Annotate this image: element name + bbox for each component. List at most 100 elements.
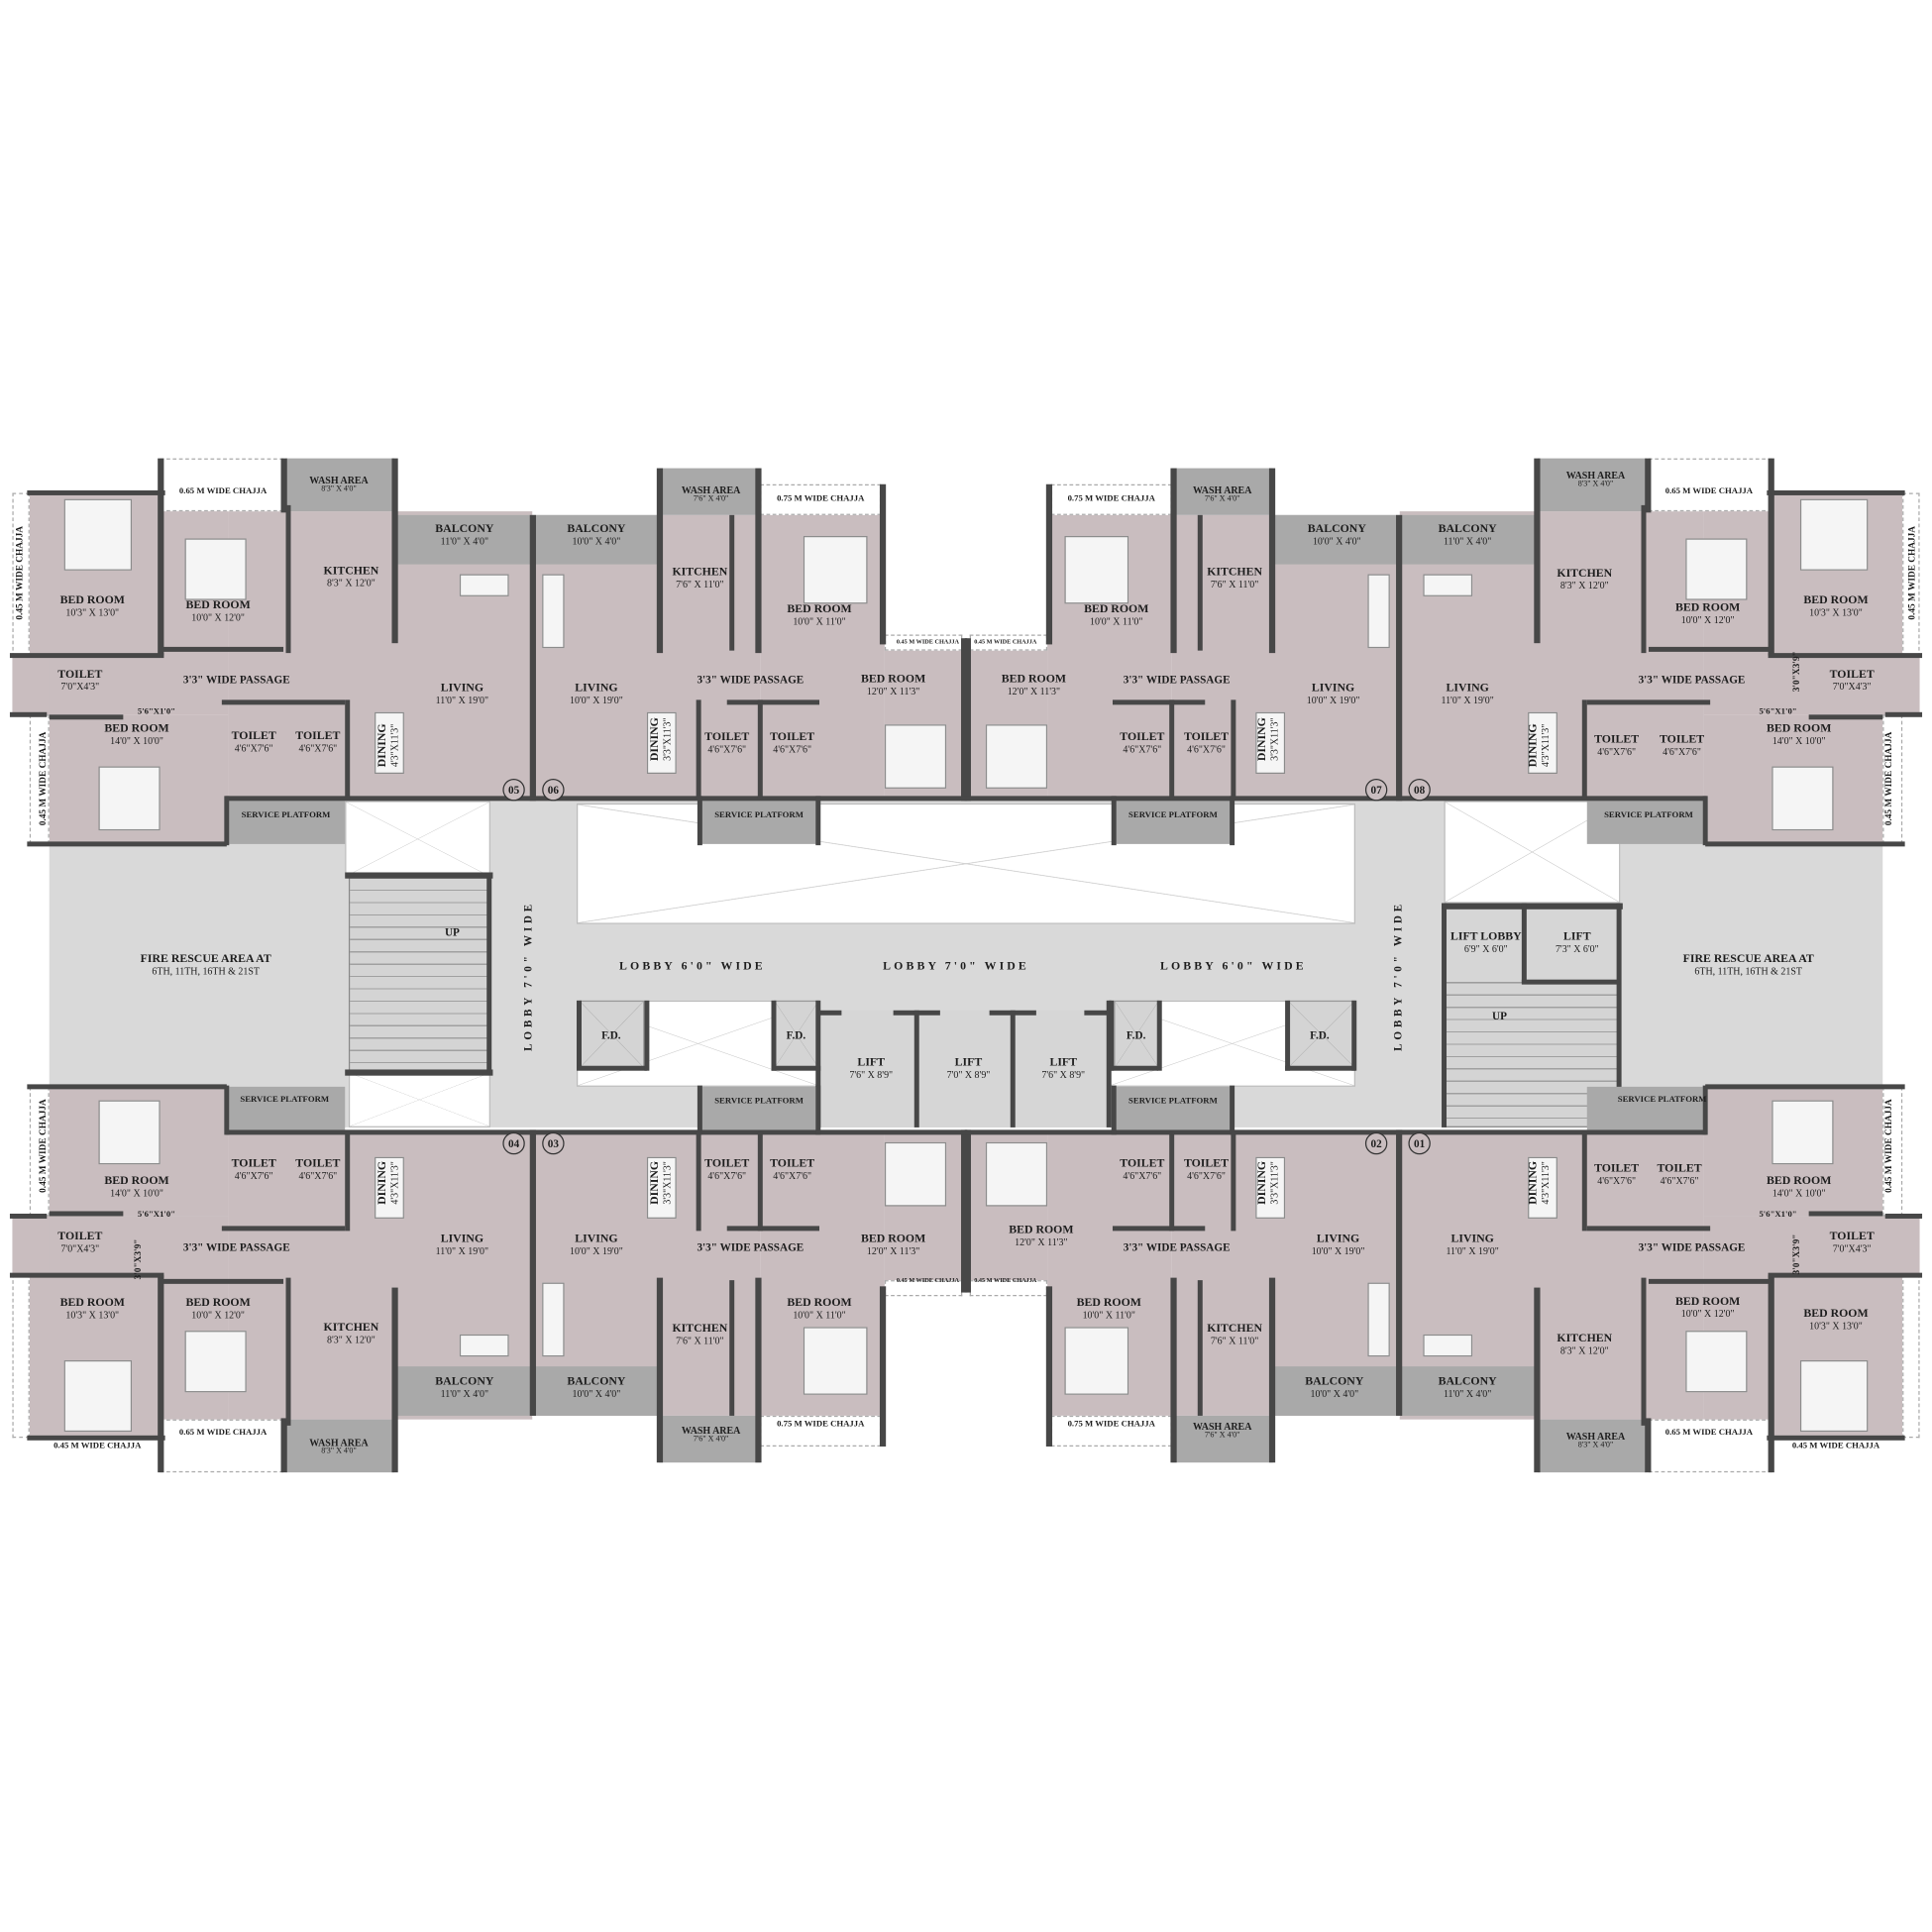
room-dimension: 7'3" X 6'0": [1555, 943, 1599, 955]
room-name: BALCONY: [1307, 523, 1366, 536]
wall: [1645, 458, 1652, 513]
cutout-void: [345, 801, 490, 878]
wall: [160, 646, 284, 652]
wall: [345, 699, 351, 799]
wall: [964, 1129, 1707, 1135]
room-dimension: 7'6" X 4'0": [693, 1435, 729, 1445]
room-dimension: 7'0" X 8'9": [946, 1069, 991, 1081]
wall: [757, 699, 763, 799]
room-dimension: 14'0" X 10'0": [110, 1187, 163, 1199]
wall: [221, 1226, 346, 1232]
service-platform: [229, 801, 346, 844]
room-dimension: 10'0" X 12'0": [191, 1309, 245, 1321]
unit-u01-number-badge: 01: [1408, 1131, 1431, 1155]
room-name: BED ROOM: [1009, 1224, 1074, 1237]
room-name: TOILET: [295, 1157, 341, 1171]
wall: [1586, 699, 1711, 705]
room-name: TOILET: [704, 731, 750, 744]
wall: [1808, 714, 1883, 720]
wall: [726, 699, 820, 705]
room-dimension: 8'3" X 4'0": [1577, 1441, 1614, 1450]
room-floor: [12, 1216, 50, 1274]
room-dimension: 12'0" X 11'3": [866, 1245, 920, 1257]
room-dimension: 11'0" X 19'0": [1446, 1245, 1499, 1257]
room-dimension: 12'0" X 11'3": [1007, 686, 1061, 698]
room-dimension: 7'0"X4'3": [1832, 1242, 1872, 1254]
room-dimension: 11'0" X 19'0": [1441, 695, 1494, 706]
wall: [285, 504, 291, 654]
room-dimension: 7'6" X 11'0": [1210, 1335, 1259, 1347]
wall: [9, 711, 48, 717]
balcony: [1399, 514, 1539, 565]
wall: [27, 1435, 165, 1441]
room-name: BALCONY: [435, 1375, 494, 1389]
wall: [158, 458, 164, 656]
room-name: BALCONY: [567, 1375, 626, 1389]
room-name: BED ROOM: [185, 599, 251, 612]
wall: [1170, 468, 1177, 654]
wall: [577, 1000, 582, 1069]
room-dimension: 10'0" X 11'0": [793, 615, 846, 627]
bed: [803, 535, 868, 604]
room-name: BED ROOM: [1076, 1297, 1141, 1310]
staircase: [348, 877, 490, 1072]
fd-3-label: F.D.: [1310, 1028, 1330, 1042]
room-dimension: 11'0" X 19'0": [435, 1245, 489, 1257]
service-platform: [1586, 1086, 1703, 1130]
wall: [1268, 468, 1276, 654]
room-name: LIVING: [575, 682, 618, 696]
wall: [1169, 699, 1175, 799]
sofa: [459, 1334, 509, 1357]
wall: [345, 1069, 493, 1076]
room-name: TOILET: [704, 1157, 750, 1171]
wall: [1645, 1418, 1652, 1473]
room-name: KITCHEN: [672, 566, 728, 580]
wall: [1581, 699, 1587, 799]
balcony: [1272, 1366, 1400, 1416]
chajja: [160, 458, 284, 512]
chajja: [760, 1415, 882, 1448]
room-name: TOILET: [1829, 669, 1875, 682]
wall: [1442, 903, 1623, 910]
room-name: WASH AREA: [309, 475, 369, 486]
wall: [1768, 1275, 1774, 1473]
room-name: LIFT LOBBY: [1449, 930, 1522, 944]
wall: [1230, 796, 1235, 846]
room-name: WASH AREA: [1565, 1431, 1626, 1443]
wall: [964, 638, 971, 802]
bed: [1799, 1359, 1869, 1433]
bed: [1799, 498, 1869, 571]
dining-table: [375, 711, 404, 774]
bed: [63, 498, 133, 571]
bed: [985, 1141, 1048, 1207]
lift-shaft: [917, 1010, 1015, 1127]
unit-u04-number-badge: 04: [502, 1131, 525, 1155]
wall: [1111, 1085, 1117, 1135]
wall: [1169, 1131, 1175, 1232]
balcony: [1272, 514, 1400, 565]
room-name: TOILET: [1183, 731, 1230, 744]
balcony: [532, 514, 660, 565]
cutout-void: [348, 1071, 490, 1127]
room-name: BED ROOM: [1084, 603, 1149, 616]
wall: [285, 1277, 291, 1426]
unit-u06-chajja-b-label: 0.45 M WIDE CHAJJA: [896, 639, 960, 647]
